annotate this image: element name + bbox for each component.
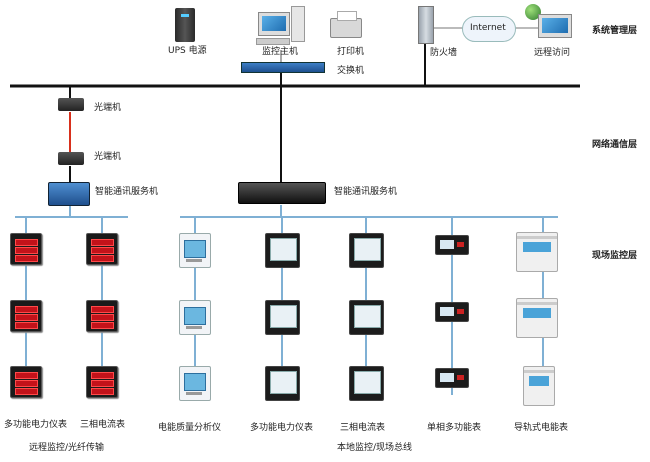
switch-label: 交换机 — [337, 66, 365, 76]
host-label: 监控主机 — [262, 47, 299, 57]
three-phase-meter-center-2 — [349, 300, 384, 335]
keyboard-icon — [256, 38, 290, 45]
printer-icon — [330, 11, 362, 38]
multi-meter-center-label: 多功能电力仪表 — [250, 423, 314, 433]
monitor-icon — [258, 12, 290, 36]
din-rail-meter-3 — [523, 366, 555, 406]
pq-analyzer-3 — [179, 366, 211, 401]
printer-label: 打印机 — [337, 47, 365, 57]
multi-meter-left-1 — [10, 233, 42, 265]
three-phase-meter-center-3 — [349, 366, 384, 401]
three-phase-center-label: 三相电流表 — [340, 423, 386, 433]
internet-label: Internet — [470, 23, 506, 33]
remote-monitor-icon — [538, 14, 572, 38]
ups-icon — [175, 8, 195, 42]
fiber-converter-2-icon — [58, 152, 84, 165]
ups-label: UPS 电源 — [168, 46, 207, 56]
three-phase-left-label: 三相电流表 — [80, 420, 126, 430]
three-phase-meter-center-1 — [349, 233, 384, 268]
pq-analyzer-label: 电能质量分析仪 — [158, 423, 222, 433]
cloud-icon — [462, 16, 516, 42]
server-left-label: 智能通讯服务机 — [95, 187, 159, 197]
firewall-label: 防火墙 — [430, 48, 458, 58]
globe-icon — [525, 4, 541, 20]
layer-field-label: 现场监控层 — [592, 251, 638, 261]
layer-network-label: 网络通信层 — [592, 140, 638, 150]
multi-meter-center-3 — [265, 366, 300, 401]
three-phase-meter-left-1 — [86, 233, 118, 265]
server-center-icon — [238, 182, 326, 204]
fiber-converter-1-label: 光端机 — [94, 103, 122, 113]
multi-meter-center-1 — [265, 233, 300, 268]
fiber-converter-1-icon — [58, 98, 84, 111]
multi-meter-left-2 — [10, 300, 42, 332]
multi-meter-left-3 — [10, 366, 42, 398]
remote-label: 远程访问 — [534, 48, 571, 58]
pq-analyzer-2 — [179, 300, 211, 335]
single-phase-meter-2 — [435, 302, 469, 322]
three-phase-meter-left-2 — [86, 300, 118, 332]
multi-meter-center-2 — [265, 300, 300, 335]
layer-system-label: 系统管理层 — [592, 26, 638, 36]
din-rail-label: 导轨式电能表 — [514, 423, 569, 433]
local-group-label: 本地监控/现场总线 — [337, 443, 413, 453]
switch-icon — [241, 62, 325, 73]
single-phase-meter-3 — [435, 368, 469, 388]
remote-group-label: 远程监控/光纤传输 — [29, 443, 105, 453]
din-rail-meter-2 — [516, 298, 558, 338]
din-rail-meter-1 — [516, 232, 558, 272]
firewall-icon — [418, 6, 434, 44]
single-phase-label: 单相多功能表 — [427, 423, 482, 433]
single-phase-meter-1 — [435, 235, 469, 255]
fiber-converter-2-label: 光端机 — [94, 152, 122, 162]
server-left-icon — [48, 182, 90, 206]
multi-meter-left-label: 多功能电力仪表 — [4, 420, 68, 430]
pc-tower-icon — [291, 6, 305, 42]
pq-analyzer-1 — [179, 233, 211, 268]
three-phase-meter-left-3 — [86, 366, 118, 398]
server-center-label: 智能通讯服务机 — [334, 187, 398, 197]
